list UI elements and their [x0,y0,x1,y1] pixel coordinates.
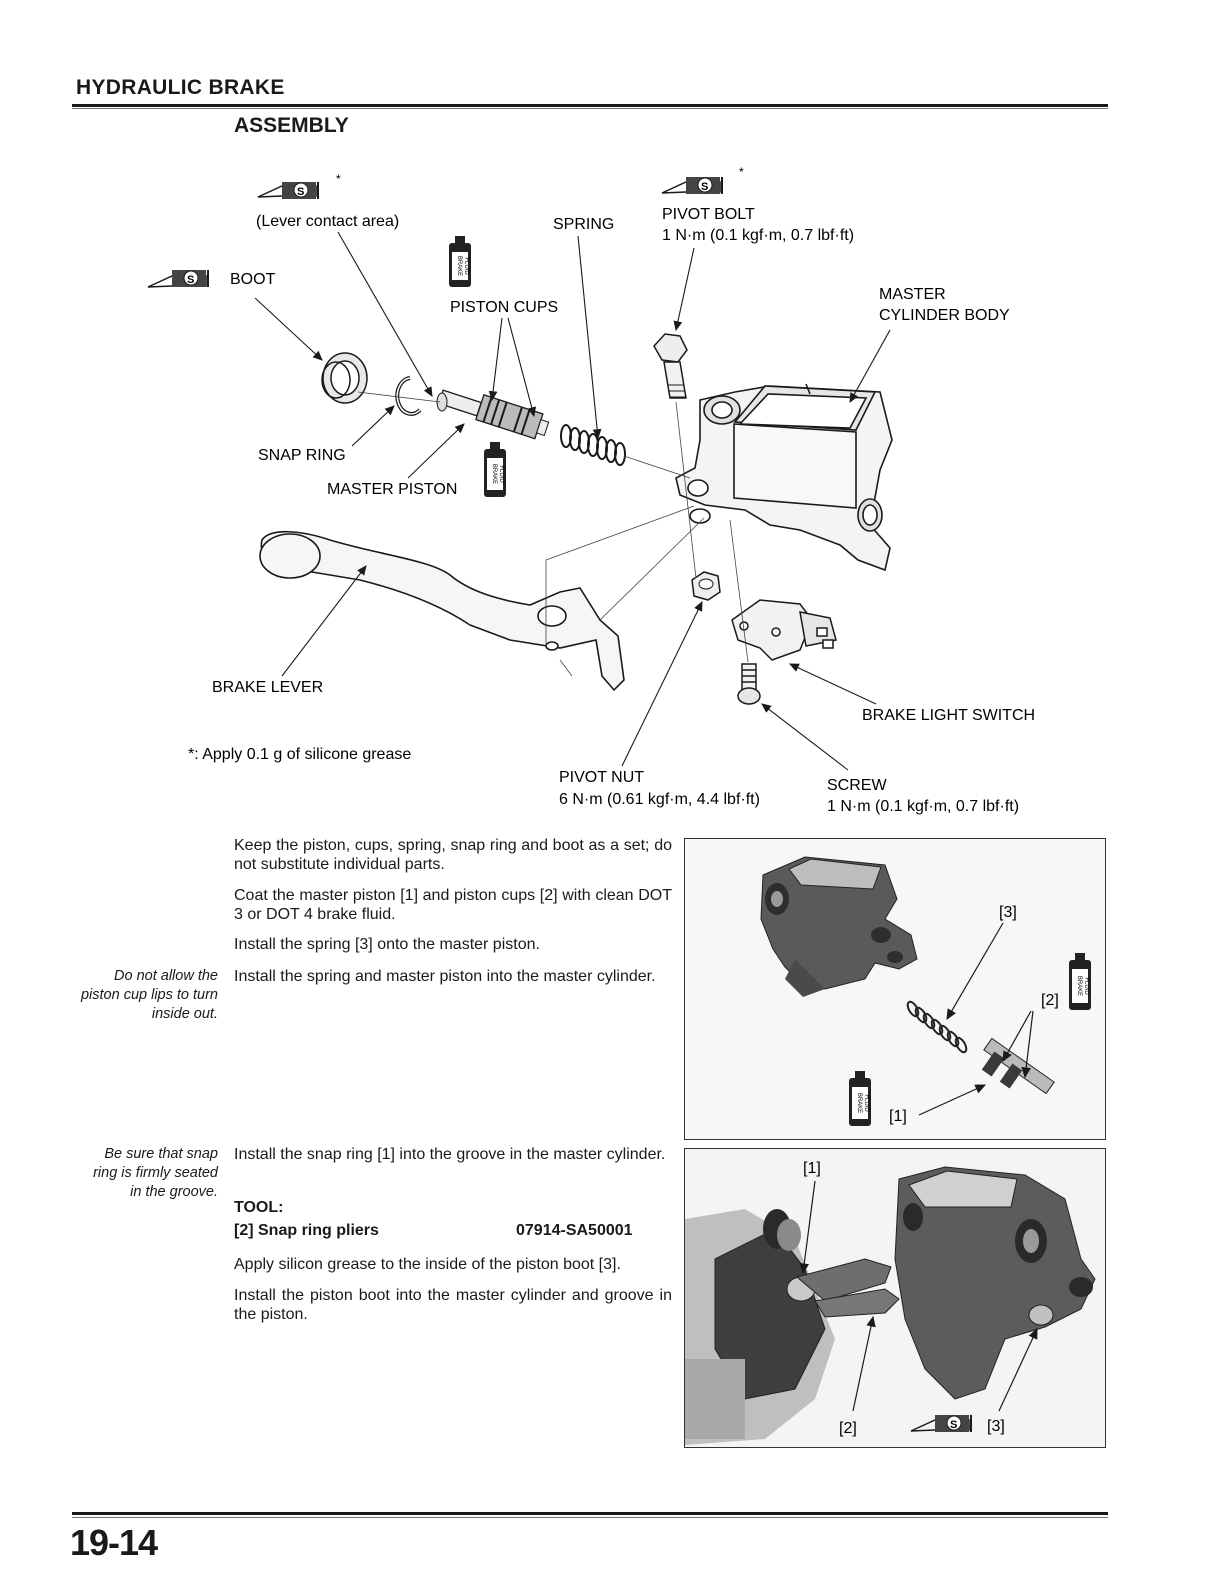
step1-paragraph-1: Keep the piston, cups, spring, snap ring… [234,837,672,873]
label-brake-light-switch: BRAKE LIGHT SWITCH [862,707,1035,724]
spring-part [560,424,626,466]
tool-heading: TOOL: [234,1199,284,1216]
step2-photo: [1] [2] [3] S [684,1148,1106,1448]
step1-photo-label-3: [3] [999,904,1017,921]
screw-part [737,663,761,705]
label-pivot-nut-torque: 6 N·m (0.61 kgf·m, 4.4 lbf·ft) [559,791,760,808]
brake-light-switch-part [731,599,837,661]
svg-text:FLUID: FLUID [463,257,469,275]
pivot-bolt-part [653,333,688,399]
step2-photo-label-3: [3] [987,1418,1005,1435]
svg-text:*: * [336,172,341,186]
pivot-nut-part [691,571,721,601]
svg-text:FLUID: FLUID [498,465,504,483]
brake-lever-part [259,530,625,692]
master-cylinder-body-part [675,383,893,572]
left-cylinder-photo [685,1209,835,1445]
diagram-footnote: *: Apply 0.1 g of silicone grease [188,746,411,763]
footer-rule [72,1512,1108,1515]
svg-text:S: S [297,186,304,198]
label-master-cylinder-2: CYLINDER BODY [879,307,1010,324]
svg-text:S: S [187,274,194,286]
grease-icon-photo: S [910,1415,972,1432]
tool-number: 07914-SA50001 [516,1222,633,1239]
grease-icon-boot: S [147,270,209,288]
label-screw: SCREW [827,777,887,794]
brake-fluid-icon-cups: BRAKE FLUID [449,236,471,287]
grease-icon-pivot: S * [661,165,744,194]
step2-paragraph-3: Install the piston boot into the master … [234,1287,672,1323]
step1-paragraph-2: Coat the master piston [1] and piston cu… [234,887,672,923]
label-brake-lever: BRAKE LEVER [212,679,323,696]
label-master-cylinder-1: MASTER [879,286,946,303]
step1-photo-label-1: [1] [889,1108,907,1125]
svg-text:S: S [701,181,708,193]
snap-ring-part [395,376,422,416]
boot-part [321,352,368,404]
leader-lines [254,231,891,771]
right-cylinder-photo [894,1166,1096,1400]
step1-photo: [3] [2] [1] BRAKE FLUID BRAKE FLUID [684,838,1106,1140]
label-snap-ring: SNAP RING [258,447,346,464]
step1-photo-label-2: [2] [1041,992,1059,1009]
step2-paragraph-2: Apply silicon grease to the inside of th… [234,1256,621,1273]
step1-paragraph-3: Install the spring [3] onto the master p… [234,936,540,953]
section-title: HYDRAULIC BRAKE [76,76,285,99]
brake-fluid-icon-photo-2: BRAKE FLUID [849,1071,871,1126]
label-spring: SPRING [553,216,614,233]
step2-photo-label-1: [1] [803,1160,821,1177]
spring-photo [906,1000,968,1054]
alignment-lines [357,391,749,677]
footer-rule-thin [72,1517,1108,1518]
svg-text:BRAKE: BRAKE [491,464,497,484]
brake-fluid-icon-photo-1: BRAKE FLUID [1069,953,1091,1010]
cylinder-body-photo [760,856,918,997]
piston-photo [981,1037,1055,1095]
svg-text:BRAKE: BRAKE [456,256,462,276]
svg-text:FLUID: FLUID [863,1094,869,1112]
step2-photo-leaders [799,1180,1038,1412]
snap-ring-pliers-photo [795,1258,900,1318]
exploded-diagram: S * S * S BRAKE FLUID BRAKE FLUID [147,165,1035,815]
label-master-piston: MASTER PISTON [327,481,457,498]
step2-side-note: Be sure that snap ring is firmly seated … [93,1146,218,1200]
header-rule [72,104,1108,107]
svg-text:BRAKE: BRAKE [856,1093,862,1113]
subsection-title: ASSEMBLY [234,114,349,137]
label-pivot-bolt-torque: 1 N·m (0.1 kgf·m, 0.7 lbf·ft) [662,227,854,244]
svg-text:S: S [950,1419,957,1431]
step2-paragraph-1: Install the snap ring [1] into the groov… [234,1146,666,1163]
label-pivot-bolt: PIVOT BOLT [662,206,755,223]
grease-icon-lever: S * [257,172,341,199]
step1-paragraph-4: Install the spring and master piston int… [234,968,656,985]
svg-text:BRAKE: BRAKE [1076,976,1082,996]
svg-text:*: * [739,165,744,179]
step2-photo-label-2: [2] [839,1420,857,1437]
label-lever-contact: (Lever contact area) [256,213,399,230]
label-pivot-nut: PIVOT NUT [559,769,644,786]
step1-photo-leaders [918,922,1034,1116]
brake-fluid-icon-piston: BRAKE FLUID [484,442,506,497]
label-screw-torque: 1 N·m (0.1 kgf·m, 0.7 lbf·ft) [827,798,1019,815]
tool-name: [2] Snap ring pliers [234,1222,379,1239]
header-rule-thin [72,108,1108,109]
label-boot: BOOT [230,271,276,288]
step1-side-note: Do not allow the piston cup lips to turn… [80,968,218,1022]
svg-text:FLUID: FLUID [1083,977,1089,995]
label-piston-cups: PISTON CUPS [450,299,558,316]
page-number: 19-14 [70,1522,158,1563]
